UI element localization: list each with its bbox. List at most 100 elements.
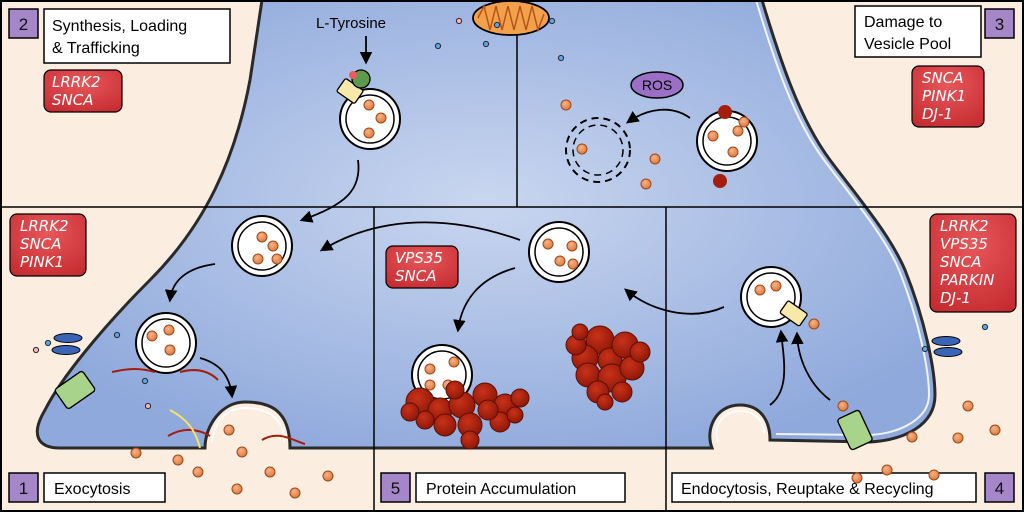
protein-aggregate — [415, 410, 435, 430]
panel-3-title-line-2: Vesicle Pool — [864, 36, 951, 53]
protein-aggregate — [400, 402, 420, 422]
arrow-transporter-reuptake — [791, 331, 831, 401]
panel-5-title: Protein Accumulation — [426, 481, 576, 498]
dopamine-molecule — [424, 363, 436, 375]
panel-3-header: Damage to Vesicle Pool 3 SNCA PINK1 DJ-1 — [854, 5, 1015, 128]
dopamine-molecule — [424, 379, 436, 391]
ion-dot — [548, 17, 556, 25]
dopamine-molecule — [130, 447, 142, 459]
dopamine-molecule — [264, 466, 276, 478]
panel-4-gene-2: VPS35 — [940, 235, 988, 253]
neuron-membrane-inner — [268, 0, 931, 437]
snare-strand-left — [111, 368, 156, 373]
dopamine-molecule — [808, 318, 820, 330]
pathway-arrows — [164, 108, 831, 406]
snare-strand-right — [179, 369, 219, 381]
neuron-terminal — [35, 0, 937, 450]
dopamine-molecule — [554, 255, 566, 267]
ros-label: ROS — [642, 77, 672, 93]
panel-2-gene-2: SNCA — [52, 91, 93, 109]
dopamine-molecule — [146, 330, 158, 342]
dopamine-molecule — [163, 324, 175, 336]
dopamine-molecule — [952, 432, 964, 444]
dopamine-molecule — [738, 116, 750, 128]
panel-4-number: 4 — [995, 479, 1004, 498]
panel-4-gene-1: LRRK2 — [940, 217, 989, 235]
panel-1-gene-2: SNCA — [20, 235, 61, 253]
arrow-ros-damage — [625, 108, 691, 124]
panel-2-number: 2 — [19, 15, 28, 34]
panel-2-header: 2 Synthesis, Loading & Trafficking LRRK2… — [8, 8, 231, 113]
ion-channel-icon — [51, 333, 83, 355]
dopamine-molecule — [322, 470, 334, 482]
protein-aggregate — [571, 323, 589, 341]
protein-aggregate — [433, 413, 457, 437]
vesicle-docking — [135, 312, 197, 374]
panel-5-title-box — [415, 472, 626, 503]
panel-4-title: Endocytosis, Reuptake & Recycling — [681, 481, 934, 498]
dopamine-molecule — [363, 127, 375, 139]
ion-dot — [455, 17, 463, 25]
dopamine-molecule — [851, 472, 863, 484]
ion-dot — [434, 42, 442, 50]
panel-1-header: LRRK2 SNCA PINK1 1 Exocytosis — [8, 213, 166, 503]
panel-1-title-box — [43, 472, 166, 503]
dopamine-molecule — [837, 400, 849, 412]
dopamine-molecule — [164, 344, 176, 356]
dopamine-molecule — [881, 464, 893, 476]
snare-strand-yellow — [169, 409, 201, 449]
arrow-reuptake-to-recycle — [624, 288, 725, 315]
ion-dot — [921, 345, 929, 353]
panel-2-title-box — [43, 8, 231, 64]
panel-5-number-badge — [380, 472, 411, 503]
dopamine-molecule — [231, 483, 243, 495]
dat-transporter-icon — [54, 370, 96, 410]
panel-3-title-line-1: Damage to — [864, 14, 942, 31]
ros-particle — [718, 105, 732, 119]
dopamine-molecule — [363, 99, 375, 111]
dopamine-molecule — [754, 284, 766, 296]
protein-aggregate — [596, 393, 614, 411]
protein-aggregate — [506, 406, 524, 424]
panel-1-number: 1 — [19, 479, 28, 498]
endocytic-pit-membrane — [715, 409, 765, 443]
vesicle-recycled — [528, 221, 590, 283]
vmat-transporter-icon — [779, 300, 808, 327]
arrow-endocytosis — [769, 329, 789, 406]
dopamine-molecule — [649, 153, 661, 165]
ion-dot — [981, 323, 989, 331]
panel-4-header: LRRK2 VPS35 SNCA PARKIN DJ-1 Endocytosis… — [671, 213, 1017, 503]
protein-aggregates — [400, 323, 651, 450]
dopamine-molecule — [271, 253, 283, 265]
ros-particle — [713, 174, 727, 188]
dopamine-molecule — [928, 469, 940, 481]
protein-aggregate — [510, 388, 530, 408]
ion-dot — [44, 339, 52, 347]
vesicle-loading — [339, 88, 401, 150]
arrow-to-aggregation — [453, 267, 516, 333]
panel-4-gene-4: PARKIN — [940, 271, 994, 289]
panel-4-gene-3: SNCA — [940, 253, 981, 271]
ion-dot — [113, 331, 121, 339]
protein-aggregate — [460, 430, 480, 450]
dopamine-molecule — [770, 280, 782, 292]
dopamine-molecule — [289, 487, 301, 499]
panel-5-gene-1: VPS35 — [395, 249, 443, 267]
protein-aggregate — [445, 380, 465, 400]
panel-4-gene-5: DJ-1 — [940, 289, 971, 307]
arrow-to-trafficking — [299, 159, 360, 223]
mitochondrion-icon — [472, 0, 550, 36]
dopamine-molecule — [256, 231, 268, 243]
dopamine-molecule — [223, 424, 235, 436]
dopamine-molecule — [267, 240, 279, 252]
dopamine-molecule — [448, 356, 460, 368]
panel-1-gene-1: LRRK2 — [20, 217, 69, 235]
panel-3-gene-2: PINK1 — [922, 87, 966, 105]
panel-1-gene-3: PINK1 — [20, 253, 64, 271]
ros-bubble — [630, 71, 684, 99]
ion-dot — [482, 40, 490, 48]
small-ion-dots — [32, 17, 989, 410]
panel-3-gene-3: DJ-1 — [922, 105, 953, 123]
ion-dot — [32, 346, 40, 354]
